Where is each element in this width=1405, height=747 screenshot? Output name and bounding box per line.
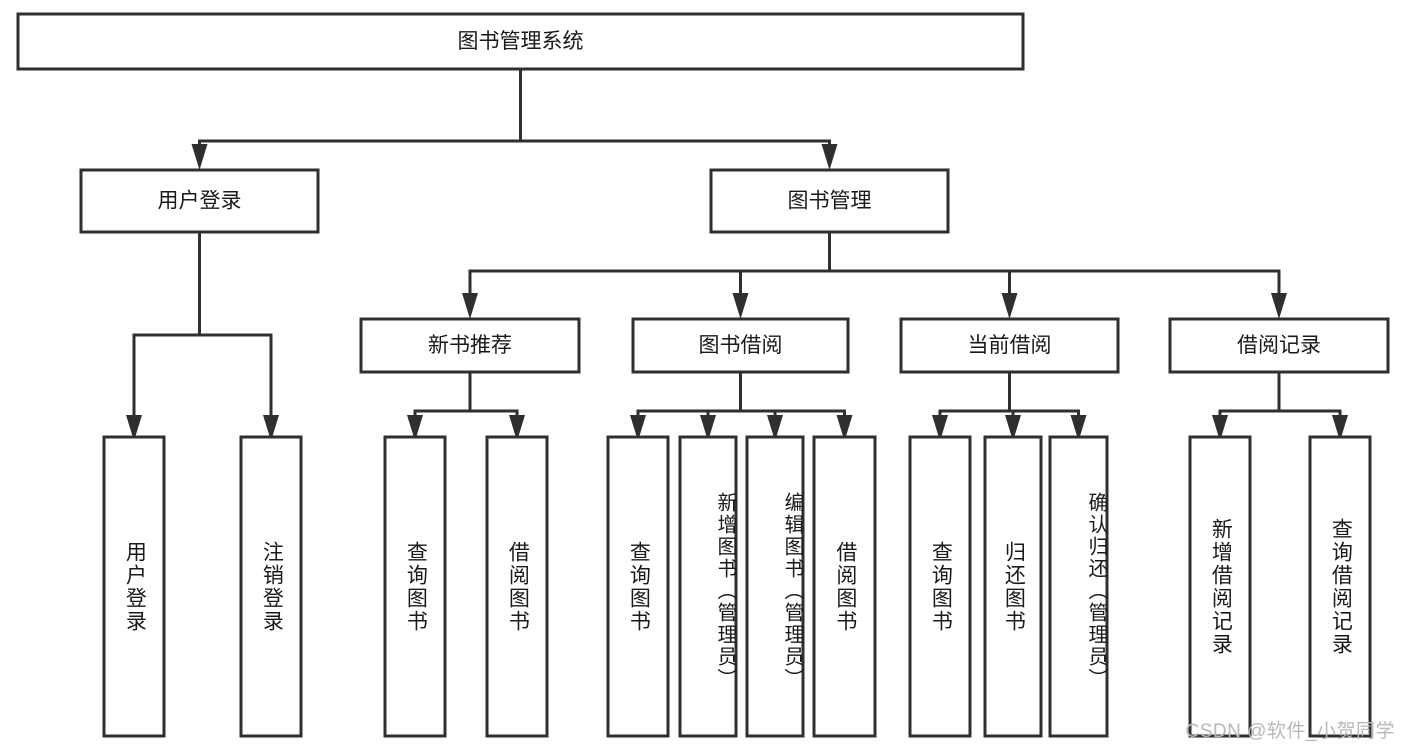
node-box-root[interactable] — [16, 12, 1025, 71]
node-label-level1-1: 图书管理 — [788, 190, 872, 213]
node-box-level2-2[interactable] — [899, 317, 1120, 374]
node-label-level2-3: 借阅记录 — [1237, 334, 1321, 357]
arrow-head-icon — [767, 415, 783, 441]
csdn-watermark: CSDN @软件_小贺同学 — [1185, 721, 1395, 742]
arrow-head-icon — [263, 415, 279, 441]
leaf-box-6[interactable] — [745, 435, 805, 738]
arrow-head-icon — [191, 144, 208, 170]
arrow-head-icon — [1001, 293, 1018, 319]
arrow-head-icon — [821, 144, 838, 170]
arrow-head-icon — [836, 415, 853, 441]
node-label-level2-0: 新书推荐 — [428, 334, 512, 357]
arrow-head-icon — [1070, 415, 1087, 441]
node-label-root: 图书管理系统 — [458, 30, 584, 53]
leaf-box-1[interactable] — [239, 435, 303, 738]
arrow-head-icon — [932, 415, 948, 441]
leaf-box-2[interactable] — [383, 435, 447, 738]
boxes-layer — [16, 12, 1390, 738]
leaf-box-11[interactable] — [1188, 435, 1252, 738]
arrow-head-icon — [732, 293, 749, 319]
arrow-head-icon — [1271, 293, 1287, 319]
node-label-level2-1: 图书借阅 — [699, 334, 783, 357]
arrow-head-icon — [509, 415, 525, 441]
leaf-box-7[interactable] — [812, 435, 877, 738]
node-box-level1-0[interactable] — [79, 168, 320, 234]
node-label-level1-0: 用户登录 — [158, 190, 242, 213]
arrow-head-icon — [1212, 415, 1228, 441]
leaf-box-3[interactable] — [485, 435, 549, 738]
arrow-head-icon — [700, 415, 716, 441]
node-box-level2-0[interactable] — [359, 317, 581, 374]
leaf-box-5[interactable] — [678, 435, 738, 738]
arrow-head-icon — [126, 415, 142, 441]
leaf-box-0[interactable] — [102, 435, 166, 738]
node-box-level1-1[interactable] — [709, 168, 950, 234]
arrow-head-icon — [630, 415, 646, 441]
arrow-head-icon — [1332, 415, 1348, 441]
leaf-box-12[interactable] — [1308, 435, 1372, 738]
arrow-head-icon — [462, 293, 478, 319]
leaf-box-4[interactable] — [606, 435, 670, 738]
node-box-level2-1[interactable] — [631, 317, 850, 374]
leaf-box-8[interactable] — [908, 435, 972, 738]
leaf-box-9[interactable] — [983, 435, 1043, 738]
leaf-box-10[interactable] — [1048, 435, 1109, 738]
node-box-level2-3[interactable] — [1168, 317, 1390, 374]
arrow-head-icon — [1005, 415, 1021, 441]
node-label-level2-2: 当前借阅 — [968, 334, 1052, 357]
connectors-layer — [126, 67, 1348, 441]
arrow-head-icon — [407, 415, 423, 441]
